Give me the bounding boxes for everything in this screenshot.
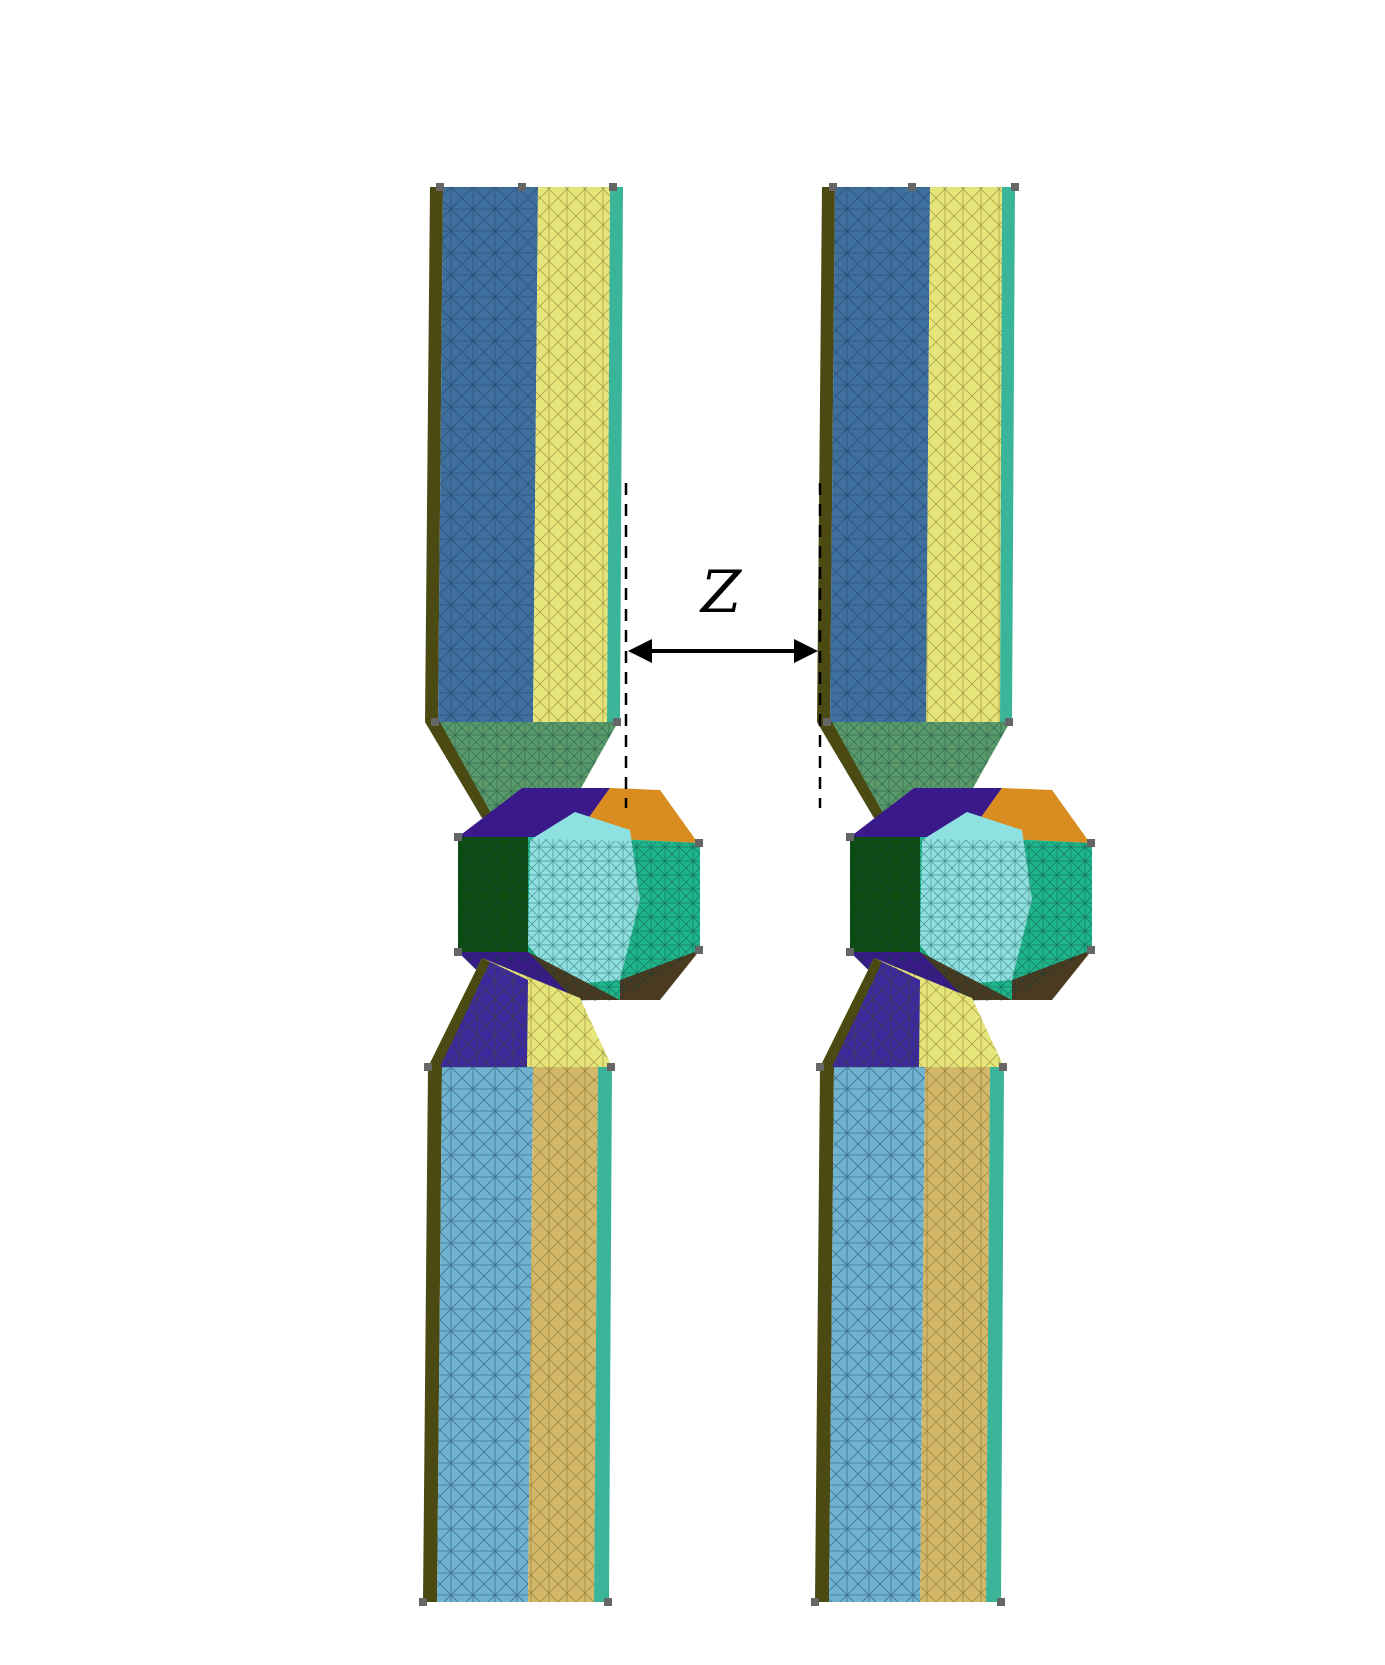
double-arrow-icon xyxy=(628,639,818,663)
right-upper-tube xyxy=(817,187,1015,722)
right-lower-tube xyxy=(815,1067,1004,1602)
gap-dimension: Z xyxy=(624,483,822,808)
left-lower-tube xyxy=(423,1067,612,1602)
right-upper-cone xyxy=(817,722,1010,818)
right-polyhedron xyxy=(850,788,1092,1003)
left-upper-tube xyxy=(425,187,623,722)
left-polyhedron xyxy=(458,788,700,1003)
left-upper-cone xyxy=(425,722,618,818)
dimension-label: Z xyxy=(699,558,743,626)
left-lower-cone xyxy=(428,958,612,1067)
right-assembly xyxy=(815,187,1092,1602)
left-assembly xyxy=(423,187,700,1602)
mesh-nodes xyxy=(419,183,1095,1606)
right-lower-cone xyxy=(820,958,1004,1067)
